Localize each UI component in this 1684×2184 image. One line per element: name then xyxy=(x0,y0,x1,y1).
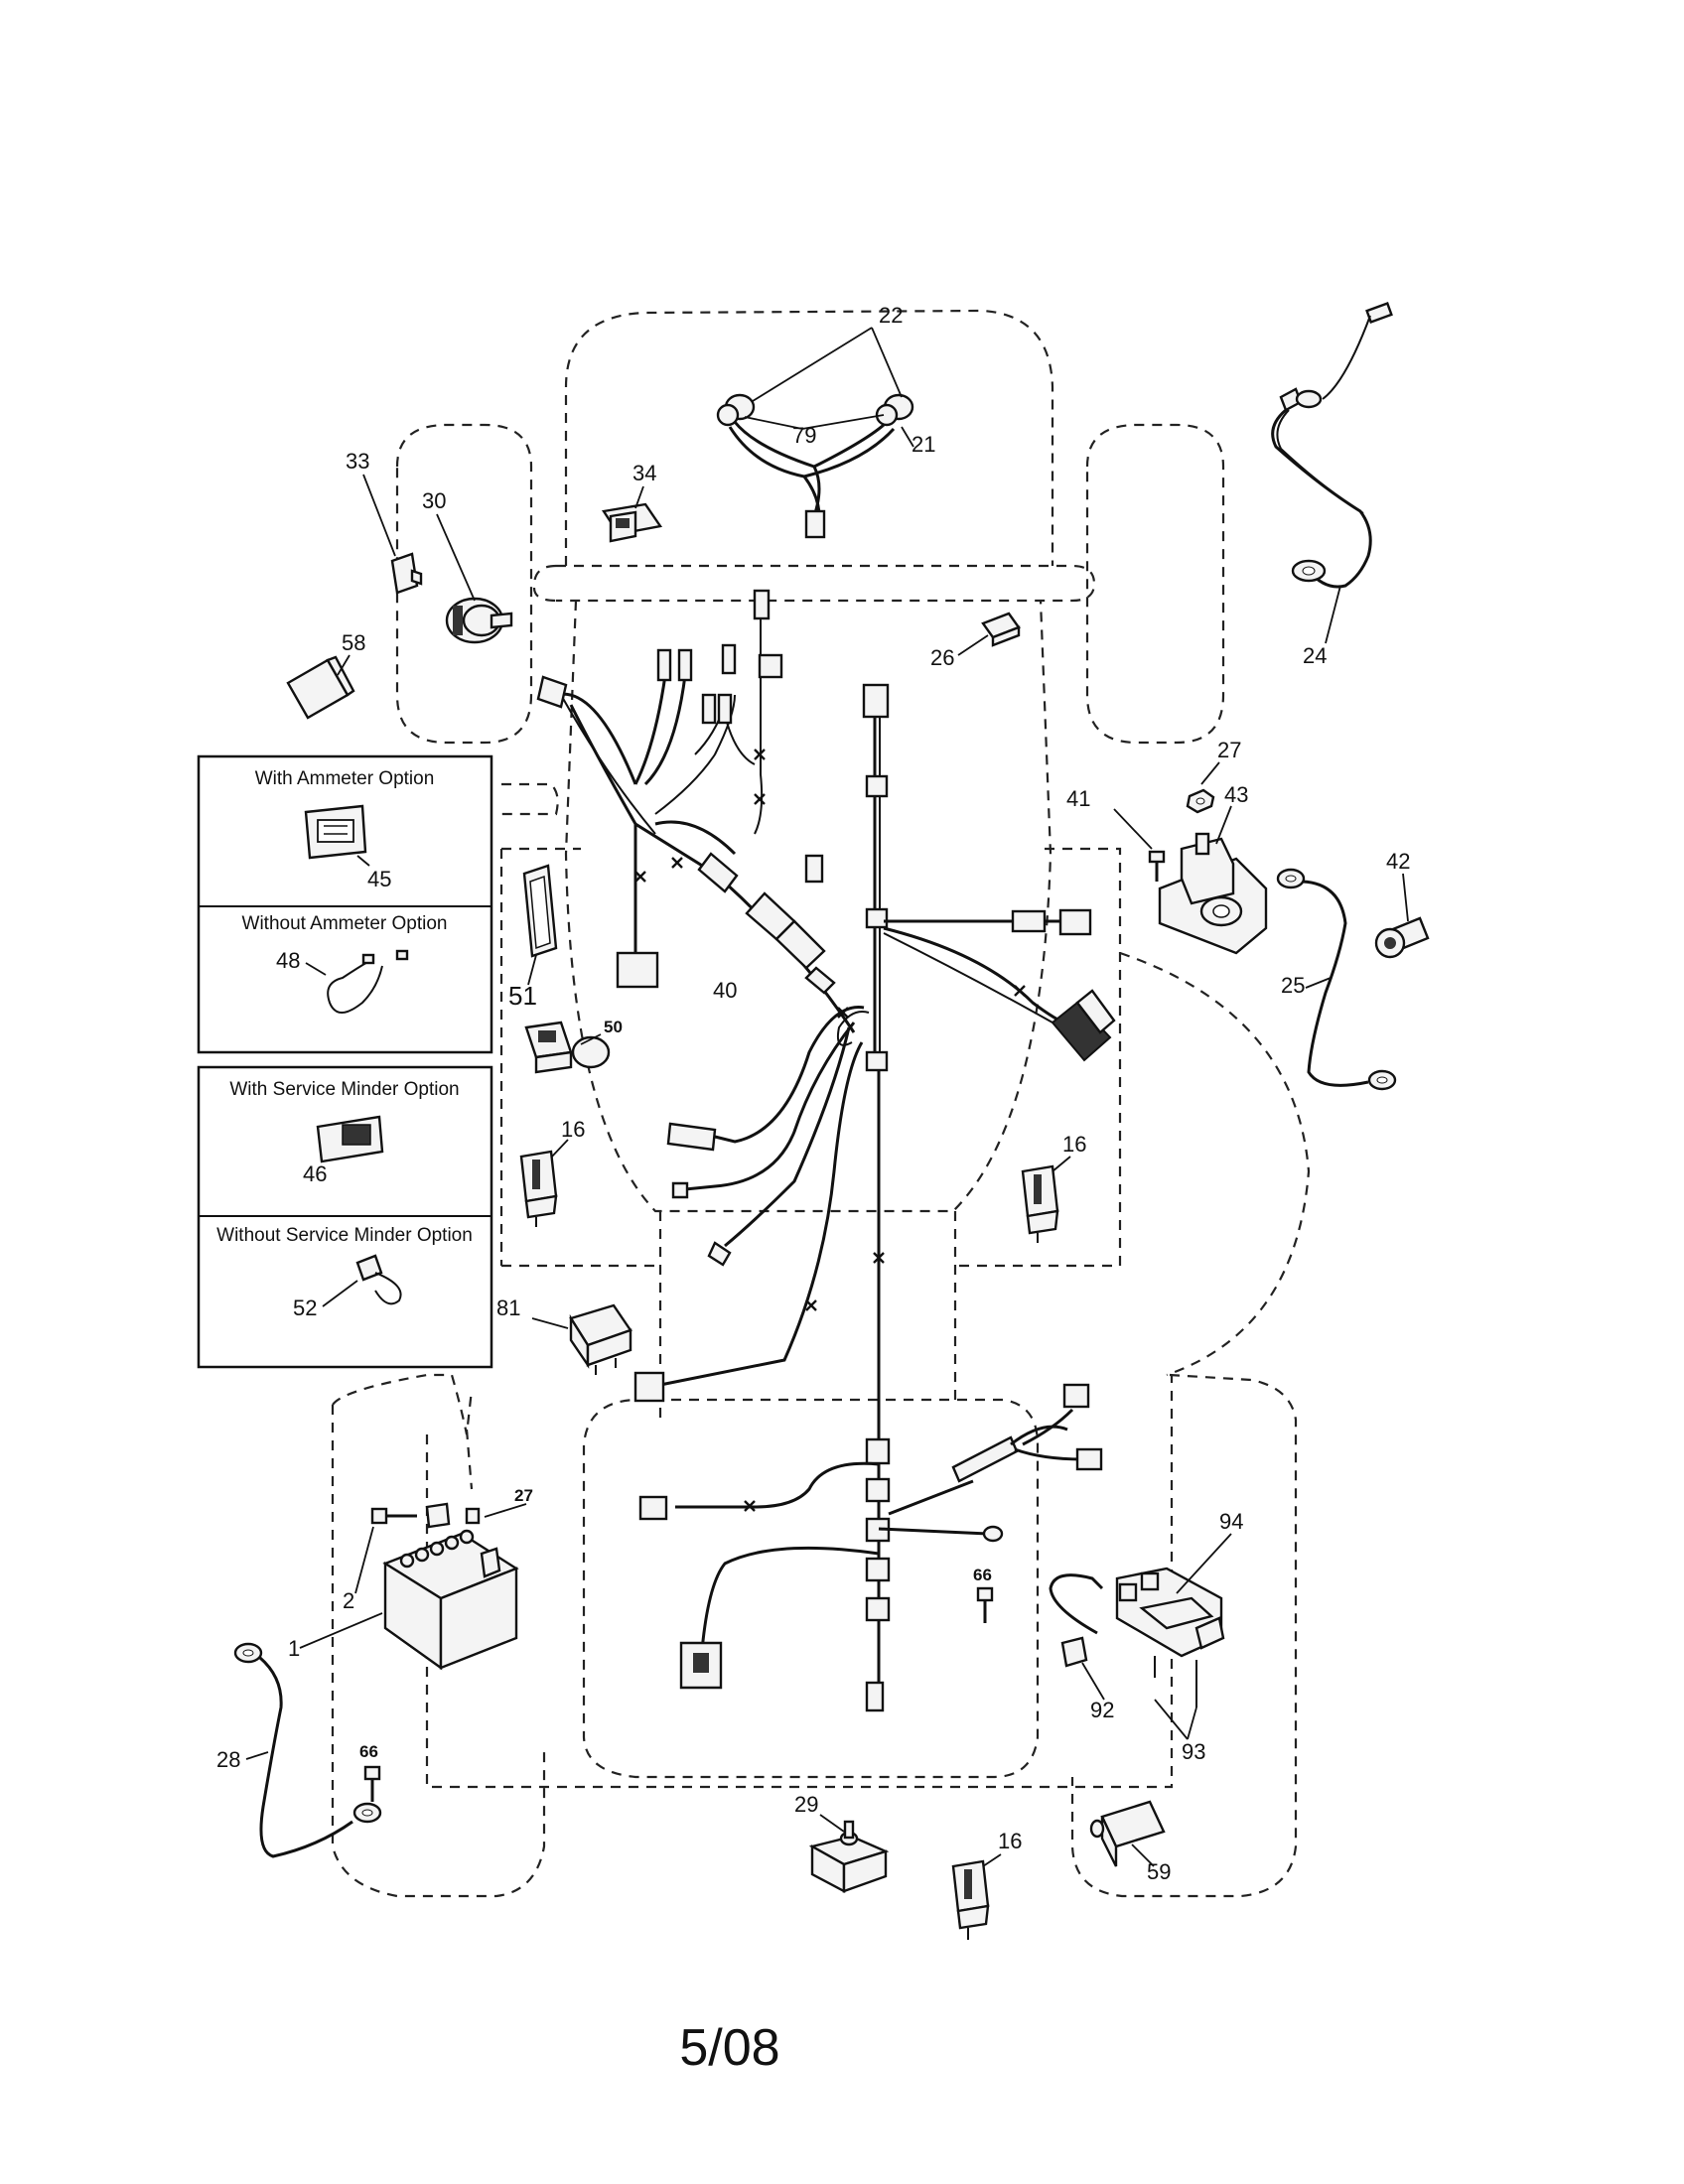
service-without-title: Without Service Minder Option xyxy=(216,1225,473,1246)
relay-81-icon xyxy=(569,1303,632,1375)
switch-29-icon xyxy=(808,1820,890,1893)
callout-2: 2 xyxy=(343,1588,354,1613)
callout-51: 51 xyxy=(508,981,537,1011)
callout-50: 50 xyxy=(604,1018,623,1036)
callout-92: 92 xyxy=(1090,1698,1114,1722)
switch-16-left-icon xyxy=(519,1150,558,1227)
ammeter-with-title: With Ammeter Option xyxy=(255,768,435,789)
callout-94: 94 xyxy=(1219,1509,1243,1534)
fuse-33-icon xyxy=(390,552,423,595)
battery-icon xyxy=(382,1529,519,1671)
callout-48: 48 xyxy=(276,948,300,973)
switch-16-bottom-icon xyxy=(951,1859,990,1940)
ammeter-gauge-icon xyxy=(304,804,367,860)
main-wiring-harness xyxy=(536,589,1116,1712)
callout-43: 43 xyxy=(1224,782,1248,807)
callout-25: 25 xyxy=(1281,973,1305,998)
module-50-icon xyxy=(524,1021,611,1074)
ammeter-without-title: Without Ammeter Option xyxy=(242,913,448,934)
callout-42: 42 xyxy=(1386,849,1410,874)
module-59-icon xyxy=(1089,1800,1166,1867)
terminal-boot-icon xyxy=(1374,916,1430,959)
callout-26: 26 xyxy=(930,645,954,670)
jumper-end-a xyxy=(361,953,375,965)
callout-46: 46 xyxy=(303,1161,327,1186)
callout-21: 21 xyxy=(912,432,935,457)
plug-52-icon xyxy=(355,1254,402,1305)
battery-cable-24-icon xyxy=(1271,302,1393,589)
callout-16-right: 16 xyxy=(1062,1132,1086,1157)
nut-27b-icon xyxy=(465,1507,481,1525)
service-minder-icon xyxy=(316,1115,384,1163)
headlight-switch-icon xyxy=(601,502,663,543)
fuse-26-icon xyxy=(981,612,1021,647)
switch-16-right-icon xyxy=(1021,1164,1059,1243)
callout-16-bottom: 16 xyxy=(998,1829,1022,1853)
callout-28: 28 xyxy=(216,1747,240,1772)
callout-16-left: 16 xyxy=(561,1117,585,1142)
gasket-51-icon xyxy=(522,864,558,958)
interlock-module-94-icon xyxy=(1115,1567,1225,1707)
callout-58: 58 xyxy=(342,630,365,655)
callout-52: 52 xyxy=(293,1296,317,1320)
callout-59: 59 xyxy=(1147,1859,1171,1884)
callout-66-top: 66 xyxy=(973,1566,992,1584)
callout-40: 40 xyxy=(713,978,737,1003)
headlight-harness-icon xyxy=(716,393,914,539)
service-with-title: With Service Minder Option xyxy=(229,1079,459,1100)
callout-81: 81 xyxy=(496,1296,520,1320)
bolt-2-icon xyxy=(370,1502,451,1529)
battery-cable-25-icon xyxy=(1276,868,1397,1091)
callout-41: 41 xyxy=(1066,786,1090,811)
callout-30: 30 xyxy=(422,488,446,513)
callout-93: 93 xyxy=(1182,1739,1205,1764)
bolt-66a-icon xyxy=(976,1586,994,1623)
battery-cable-28-icon xyxy=(233,1642,382,1858)
callout-27-bottom: 27 xyxy=(514,1486,533,1505)
harness-tie-marks xyxy=(634,749,1026,1512)
callout-33: 33 xyxy=(346,449,369,474)
ignition-switch-icon xyxy=(445,597,513,644)
callout-22: 22 xyxy=(879,303,903,328)
callout-66-bottom: 66 xyxy=(359,1742,378,1761)
callout-45: 45 xyxy=(367,867,391,891)
starter-solenoid-icon xyxy=(1158,832,1268,955)
callout-79: 79 xyxy=(792,423,816,448)
ammeter-option-box: With Ammeter Option Without Ammeter Opti… xyxy=(197,754,493,1054)
page-footer-date: 5/08 xyxy=(679,2019,779,2077)
bolt-41-icon xyxy=(1148,850,1166,882)
jumper-wire-icon xyxy=(327,960,383,1014)
callout-29: 29 xyxy=(794,1792,818,1817)
callout-1: 1 xyxy=(288,1636,300,1661)
callout-27-top: 27 xyxy=(1217,738,1241,762)
cover-58-icon xyxy=(286,655,355,720)
wire-92-icon xyxy=(1049,1573,1104,1668)
callout-labels: 22 79 21 34 33 30 58 24 26 27 41 43 42 2… xyxy=(216,303,1410,1884)
bolt-66b-icon xyxy=(363,1765,381,1802)
nut-27-icon xyxy=(1186,788,1215,814)
callout-34: 34 xyxy=(632,461,656,485)
service-minder-option-box: With Service Minder Option Without Servi… xyxy=(197,1065,493,1369)
jumper-end-b xyxy=(395,949,409,961)
tractor-outline xyxy=(331,309,1311,1898)
callout-24: 24 xyxy=(1303,643,1327,668)
